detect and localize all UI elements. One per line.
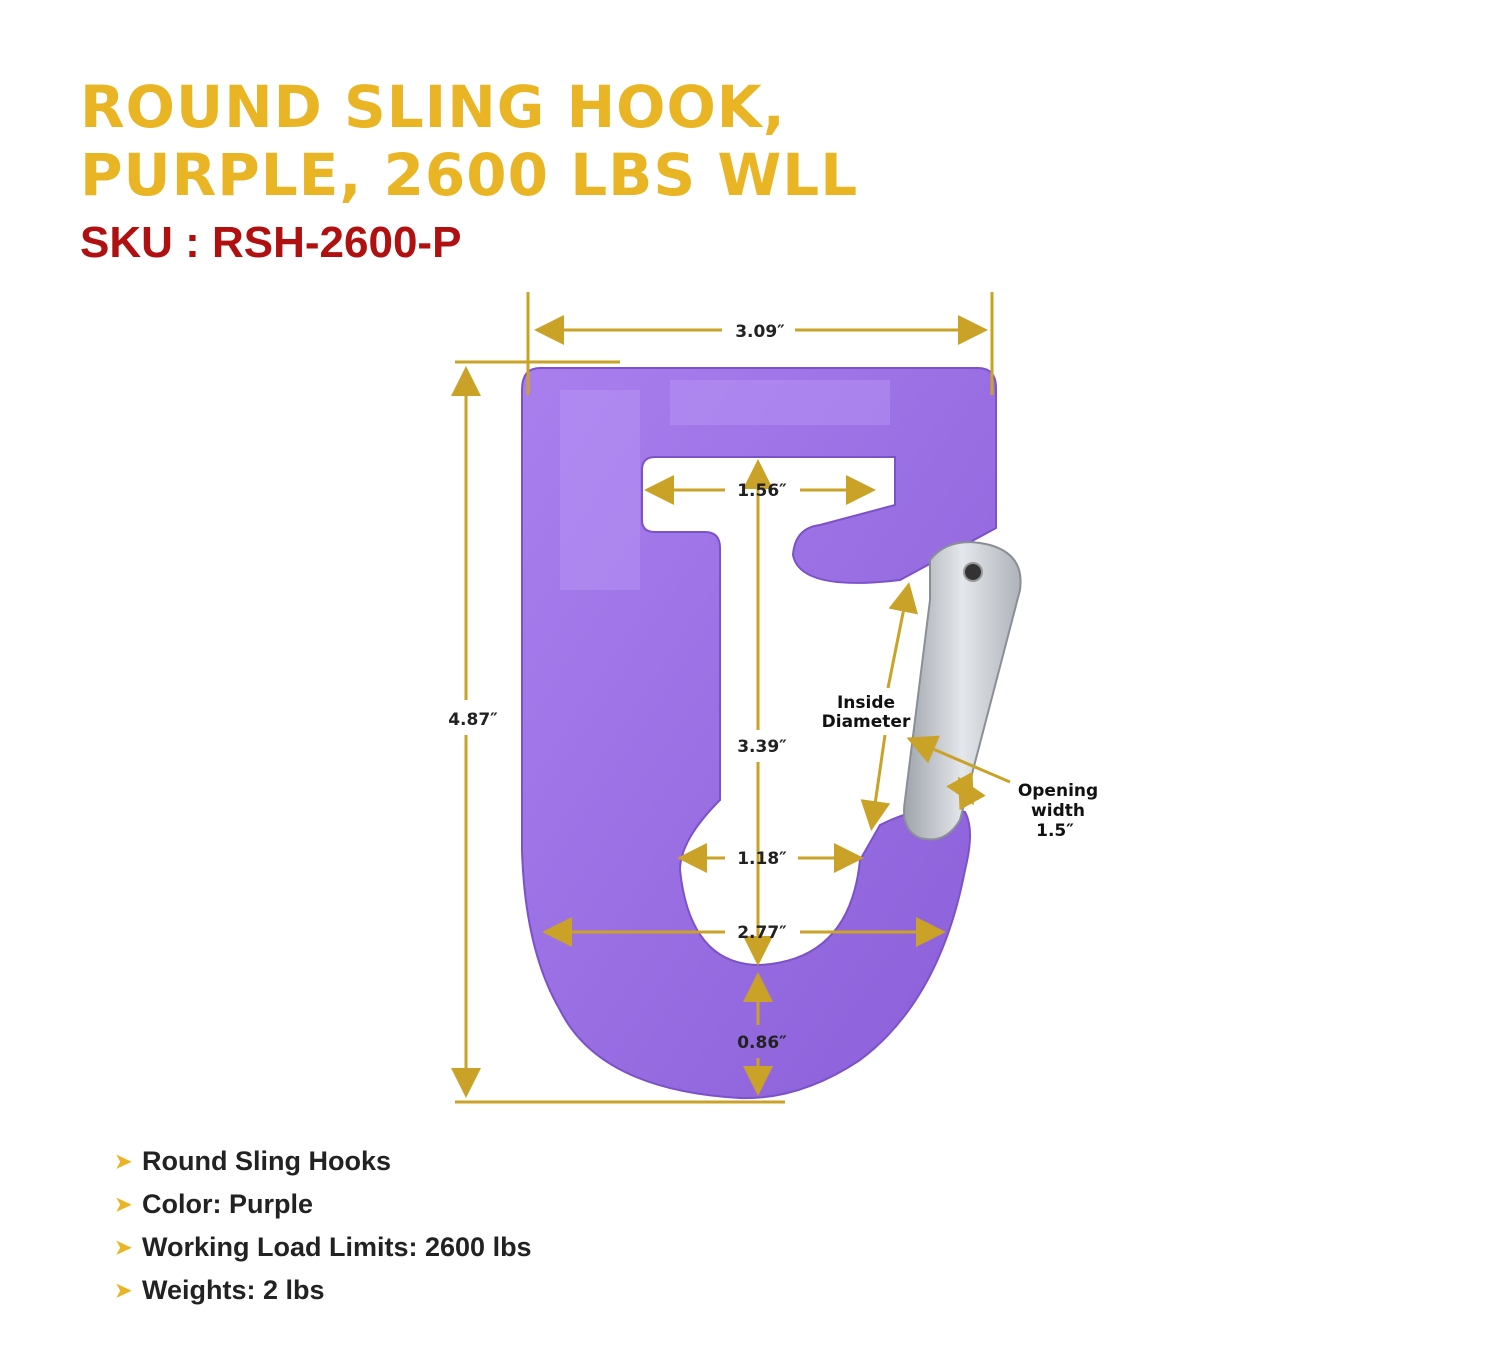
product-title-line2: PURPLE, 2600 LBS WLL — [80, 141, 859, 209]
sku-label: SKU : RSH-2600-P — [80, 218, 462, 267]
feature-text: Working Load Limits: 2600 lbs — [142, 1232, 532, 1262]
dimension-lines — [451, 292, 1011, 1104]
dim-overall-height: 4.87″ — [448, 710, 498, 730]
dim-throat-width: 1.18″ — [737, 849, 787, 869]
opening-label-2: width — [1031, 801, 1085, 821]
feature-item: ➤ Round Sling Hooks — [115, 1140, 532, 1183]
feature-text: Round Sling Hooks — [142, 1146, 391, 1176]
hook-highlight — [560, 380, 890, 590]
latch — [903, 541, 1022, 841]
inside-diameter-label-1: Inside — [837, 693, 895, 713]
chevron-right-icon: ➤ — [115, 1237, 132, 1259]
dim-slot-width: 1.56″ — [737, 481, 787, 501]
chevron-right-icon: ➤ — [115, 1280, 132, 1302]
chevron-right-icon: ➤ — [115, 1151, 132, 1173]
dim-bowl-width: 2.77″ — [737, 923, 787, 943]
chevron-right-icon: ➤ — [115, 1194, 132, 1216]
feature-item: ➤ Color: Purple — [115, 1183, 532, 1226]
feature-text: Color: Purple — [142, 1189, 314, 1219]
feature-list: ➤ Round Sling Hooks ➤ Color: Purple ➤ Worki… — [115, 1140, 532, 1312]
inside-diameter-label-2: Diameter — [822, 712, 911, 732]
latch-pin — [963, 562, 983, 582]
feature-text: Weights: 2 lbs — [142, 1275, 325, 1305]
dim-overall-width: 3.09″ — [735, 322, 785, 342]
opening-value: 1.5″ — [1036, 821, 1074, 841]
feature-item: ➤ Weights: 2 lbs — [115, 1269, 532, 1312]
feature-item: ➤ Working Load Limits: 2600 lbs — [115, 1226, 532, 1269]
hook-body — [521, 367, 997, 1100]
dim-inside-depth: 3.39″ — [737, 737, 787, 757]
opening-label-1: Opening — [1018, 781, 1098, 801]
dim-bottom-thickness: 0.86″ — [737, 1033, 787, 1053]
product-title-line1: ROUND SLING HOOK, — [80, 73, 786, 141]
